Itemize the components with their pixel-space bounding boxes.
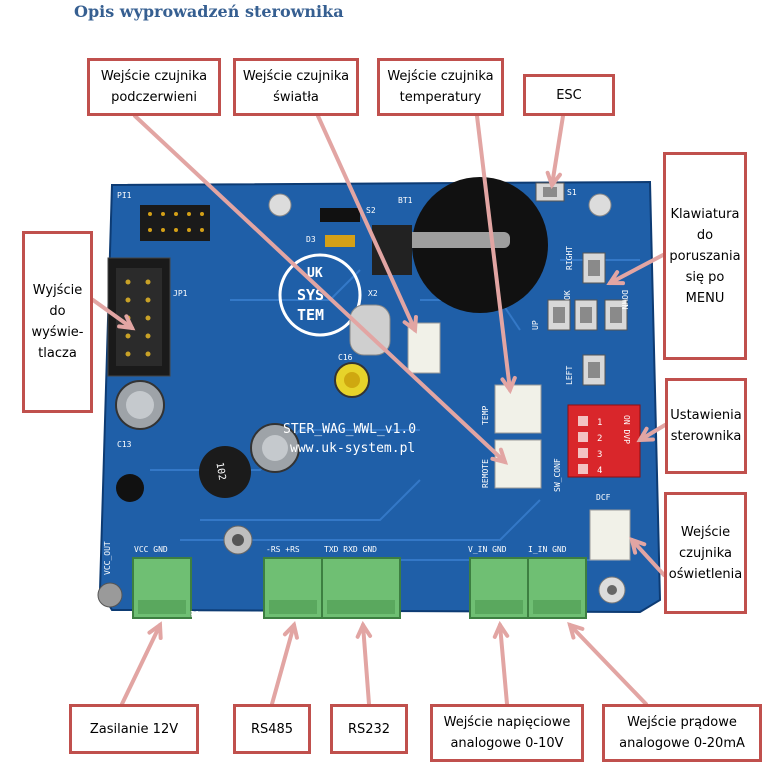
pointer-arrows (91, 114, 667, 706)
board-label-bt1: BT1 (398, 196, 413, 205)
arrow-esc (550, 114, 565, 187)
arrow-power (120, 623, 162, 706)
board-label-rs-pins: -RS +RS (266, 545, 300, 554)
board-label-up: UP (531, 320, 540, 330)
arrow-ir-sensor-head (490, 447, 509, 465)
arrow-rs232 (361, 623, 371, 706)
board-label-c13: C13 (117, 440, 132, 449)
arrow-current-input (568, 623, 648, 706)
board-label-remote: REMOTE (481, 459, 490, 488)
label-display-out: Wyjście do wyświe- tlacza (22, 231, 93, 413)
arrow-rs485 (270, 623, 296, 706)
arrow-light-sensor-head (402, 315, 418, 334)
arrow-temp-sensor (475, 114, 512, 392)
dip-switch-number: 4 (597, 466, 602, 476)
board-label-ok: OK (563, 290, 572, 300)
label-temp-sensor: Wejście czujnika temperatury (377, 58, 504, 116)
arrow-display-out-head (117, 314, 136, 331)
label-ir-sensor: Wejście czujnika podczerwieni (87, 58, 221, 116)
board-label-sw-conf: SW_CONF (553, 458, 562, 492)
arrow-rs232-head (355, 620, 373, 639)
pcb-board: PI1 S2 BT1 D3 S1 JP1 X2 UK SYS TEM C16 R… (97, 177, 662, 619)
arrow-keyboard (608, 253, 665, 285)
page-title: Opis wyprowadzeń sterownika (74, 2, 344, 21)
logo-sys: SYS (297, 286, 324, 304)
label-esc: ESC (523, 74, 615, 116)
logo-uk: UK (307, 266, 323, 281)
arrow-keyboard-head (606, 270, 625, 286)
arrow-light-sensor (316, 114, 417, 332)
logo-tem: TEM (297, 306, 324, 324)
arrow-rs485-head (282, 620, 299, 640)
board-label-vcc-gnd: VCC GND (134, 545, 168, 554)
board-label-i-in-gnd: I_IN GND (528, 545, 567, 554)
arrow-settings-head (636, 426, 655, 443)
board-label-p1: P1 (190, 610, 200, 619)
label-power: Zasilanie 12V (69, 704, 199, 754)
board-label-down: DOWN (620, 290, 629, 309)
board-label-pi1: PI1 (117, 191, 132, 200)
label-light-sensor: Wejście czujnika światła (233, 58, 359, 116)
dip-switch-number: 1 (597, 418, 602, 428)
board-label-right: RIGHT (565, 246, 574, 270)
arrow-current-input-head (567, 621, 585, 640)
board-label-x2: X2 (368, 289, 378, 298)
board-label-txd-rxd-gnd: TXD RXD GND (324, 545, 377, 554)
arrow-ir-sensor (133, 114, 507, 464)
board-label-c16: C16 (338, 353, 353, 362)
board-label-vcc-out: VCC_OUT (103, 541, 112, 575)
board-label-dcf: DCF (596, 493, 611, 502)
arrow-temp-sensor-head (500, 375, 517, 395)
board-inductor-value: 102 (213, 461, 227, 481)
board-label-jp1: JP1 (173, 289, 188, 298)
arrow-voltage-input-head (492, 620, 510, 639)
label-voltage-input: Wejście napięciowe analogowe 0-10V (430, 704, 584, 762)
board-url: www.uk-system.pl (290, 441, 415, 456)
label-keyboard: Klawiatura do poruszania się po MENU (663, 152, 747, 360)
label-lighting-sensor: Wejście czujnika oświetlenia (664, 492, 747, 614)
board-label-s1: S1 (567, 188, 577, 197)
label-settings: Ustawienia sterownika (665, 378, 747, 474)
arrow-power-head (147, 621, 163, 640)
label-rs485: RS485 (233, 704, 311, 754)
arrow-voltage-input (498, 623, 509, 706)
arrow-lighting-sensor (630, 538, 666, 577)
board-label-d3: D3 (306, 235, 316, 244)
label-current-input: Wejście prądowe analogowe 0-20mA (602, 704, 762, 762)
arrow-settings (638, 423, 667, 442)
board-label-temp: TEMP (481, 406, 490, 425)
board-label-v-in-gnd: V_IN GND (468, 545, 507, 554)
dip-on-label: ON DVP (622, 415, 631, 444)
board-label-left: LEFT (565, 366, 574, 385)
dip-switch-number: 2 (597, 434, 602, 444)
arrow-display-out (91, 298, 134, 330)
board-model: STER_WAG_WWL_v1.0 (283, 422, 416, 437)
arrow-lighting-sensor-head (629, 536, 647, 555)
dip-switch-number: 3 (597, 450, 602, 460)
arrow-esc-head (545, 170, 562, 190)
board-label-s2: S2 (366, 206, 376, 215)
label-rs232: RS232 (330, 704, 408, 754)
